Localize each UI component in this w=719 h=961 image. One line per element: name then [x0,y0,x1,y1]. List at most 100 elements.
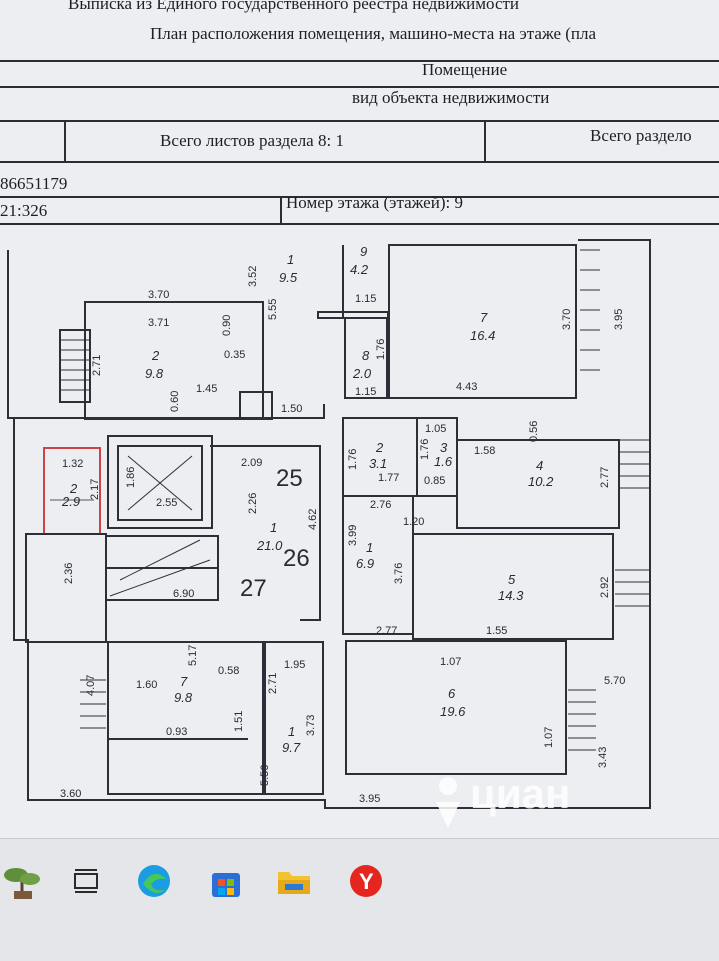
room-number: 2 [69,481,78,496]
room-area: 16.4 [470,328,495,343]
dimension-label: 0.93 [166,726,187,738]
room-number: 4 [536,458,543,473]
room-area: 9.8 [145,366,164,381]
header-divider [280,196,282,224]
room-area: 4.2 [350,262,369,277]
dimension-label: 2.36 [63,563,75,584]
dimension-label: 1.86 [125,467,137,488]
dimension-label: 2.09 [241,457,262,469]
room-area: 6.9 [356,556,374,571]
dimension-label: 0.58 [218,665,239,677]
dimension-label: 4.07 [85,675,97,696]
dimension-label: 2.71 [91,355,103,376]
dimension-label: 3.71 [148,317,169,329]
document-page: Выписка из Единого государственного реес… [0,0,719,838]
dimension-label: 4.62 [307,509,319,530]
dimension-label: 0.90 [221,315,233,336]
store-icon[interactable] [204,859,248,903]
dimension-label: 1.60 [136,679,157,691]
apartment-number: 25 [276,465,303,492]
edge-icon[interactable] [132,859,176,903]
header-divider [484,121,486,161]
dimension-label: 2.71 [267,673,279,694]
room-area: 9.5 [279,270,298,285]
header-rule [0,60,719,62]
dimension-label: 5.56 [259,765,271,786]
room-number: 7 [480,310,488,325]
dimension-label: 1.15 [355,293,376,305]
document-title: Выписка из Единого государственного реес… [68,0,520,13]
dimension-label: 1.07 [440,656,461,668]
object-type-label: вид объекта недвижимости [352,88,550,107]
dimension-label: 3.60 [60,788,81,800]
dimension-label: 3.95 [359,793,380,805]
dimension-label: 2.17 [89,479,101,500]
dimension-labels: 3.70 3.71 2.71 0.90 0.35 0.60 1.45 3.52 … [60,266,625,805]
task-view-icon[interactable] [64,859,108,903]
dimension-label: 1.20 [403,516,424,528]
dimension-label: 1.58 [474,445,495,457]
dimension-label: 3.70 [561,309,573,330]
room-number: 1 [270,520,277,535]
dimension-label: 3.52 [247,266,259,287]
dimension-label: 1.76 [375,339,387,360]
cian-logo-icon [436,777,460,828]
room-number: 5 [508,572,516,587]
dimension-label: 1.32 [62,458,83,470]
room-area: 1.6 [434,454,453,469]
svg-text:Y: Y [359,869,374,894]
dimension-label: 3.76 [393,563,405,584]
bonsai-icon[interactable] [0,859,44,903]
room-area: 9.8 [174,690,193,705]
room-area: 19.6 [440,704,466,719]
dimension-label: 0.56 [528,421,540,442]
header-rule [0,196,719,198]
yandex-browser-icon[interactable]: Y [344,859,388,903]
taskbar: Y [0,838,719,961]
dimension-label: 1.07 [543,727,555,748]
dimension-label: 0.35 [224,349,245,361]
dimension-label: 2.77 [376,625,397,637]
dimension-label: 5.70 [604,675,625,687]
dimension-label: 1.55 [486,625,507,637]
header-divider [64,121,66,161]
dimension-label: 1.50 [281,403,302,415]
room-number: 3 [440,440,448,455]
floor-plan: 1 9.5 9 4.2 7 16.4 2 9.8 8 2.0 2 2.9 2 3… [7,239,651,809]
apartment-number: 26 [283,545,310,572]
room-area: 9.7 [282,740,301,755]
room-number: 1 [288,724,295,739]
dimension-label: 5.17 [187,645,199,666]
dimension-label: 2.92 [599,577,611,598]
header-rule [0,120,719,122]
header-rule [0,223,719,225]
header-rule [0,86,719,88]
dimension-label: 1.45 [196,383,217,395]
sections-total: Всего раздело [590,126,692,145]
dimension-label: 1.15 [355,386,376,398]
dimension-label: 3.95 [613,309,625,330]
watermark-logo-text: циан [470,770,571,817]
dimension-label: 3.70 [148,289,169,301]
dimension-label: 1.51 [233,711,245,732]
room-area: 2.0 [352,366,372,381]
room-number: 9 [360,244,367,259]
dimension-label: 1.76 [419,439,431,460]
dimension-label: 5.55 [267,299,279,320]
dimension-label: 0.85 [424,475,445,487]
room-number: 2 [375,440,384,455]
floor-number: Номер этажа (этажей): 9 [286,193,463,212]
dimension-label: 2.77 [599,467,611,488]
room-labels: 1 9.5 9 4.2 7 16.4 2 9.8 8 2.0 2 2.9 2 3… [61,244,554,755]
room-number: 2 [151,348,160,363]
room-area: 14.3 [498,588,524,603]
room-area: 21.0 [256,538,283,553]
cadastral-number: 86651179 [0,174,68,193]
dimension-label: 0.60 [169,391,181,412]
room-number: 7 [180,674,188,689]
room-number: 1 [366,540,373,555]
dimension-label: 3.43 [597,747,609,768]
file-explorer-icon[interactable] [272,859,316,903]
dimension-label: 1.77 [378,472,399,484]
room-number: 8 [362,348,370,363]
